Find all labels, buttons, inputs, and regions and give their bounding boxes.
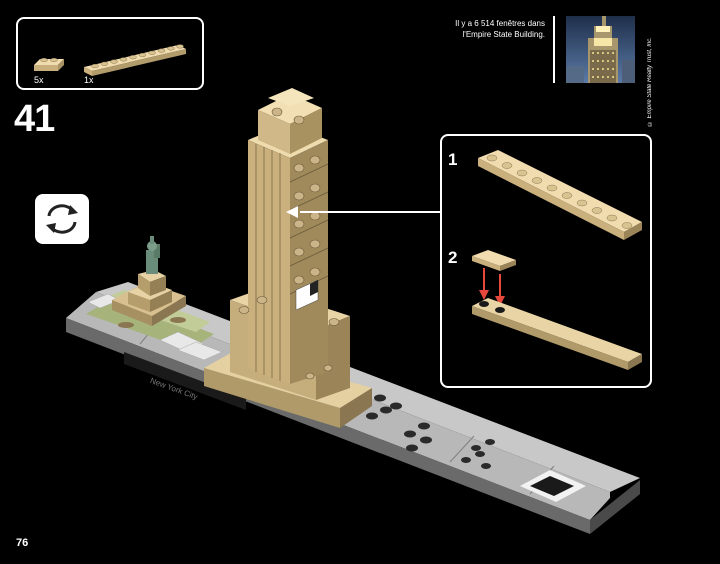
tan-plate-icon — [472, 298, 642, 370]
step-number: 41 — [14, 98, 55, 140]
empire-state-photo — [566, 16, 635, 83]
sub-assembly-callout: 1 2 — [440, 134, 652, 388]
fun-fact-line: l'Empire State Building. — [462, 30, 545, 39]
fun-fact-line: Il y a 6 514 fenêtres dans — [455, 19, 545, 28]
parts-list: 5x 1x — [16, 17, 204, 90]
callout-arrow-icon — [286, 206, 298, 218]
tan-plate-1x2-icon — [472, 250, 516, 271]
empire-state-building — [204, 88, 372, 428]
substep-number: 1 — [448, 150, 458, 169]
sub-assembly-illustration — [472, 150, 642, 370]
fun-fact-text: Il y a 6 514 fenêtres dans l'Empire Stat… — [400, 18, 545, 40]
statue-of-liberty — [112, 236, 186, 328]
part-quantity: 1x — [84, 75, 94, 85]
substep-number: 2 — [448, 248, 458, 267]
memorial-pool — [520, 470, 586, 502]
divider — [553, 16, 555, 83]
part-quantity: 5x — [34, 75, 44, 85]
rotate-model-icon — [35, 194, 89, 244]
page-number: 76 — [16, 537, 29, 549]
parts-illustration — [34, 44, 186, 76]
red-arrow-icon — [479, 268, 505, 306]
tan-plate-1x2-icon — [34, 57, 64, 71]
